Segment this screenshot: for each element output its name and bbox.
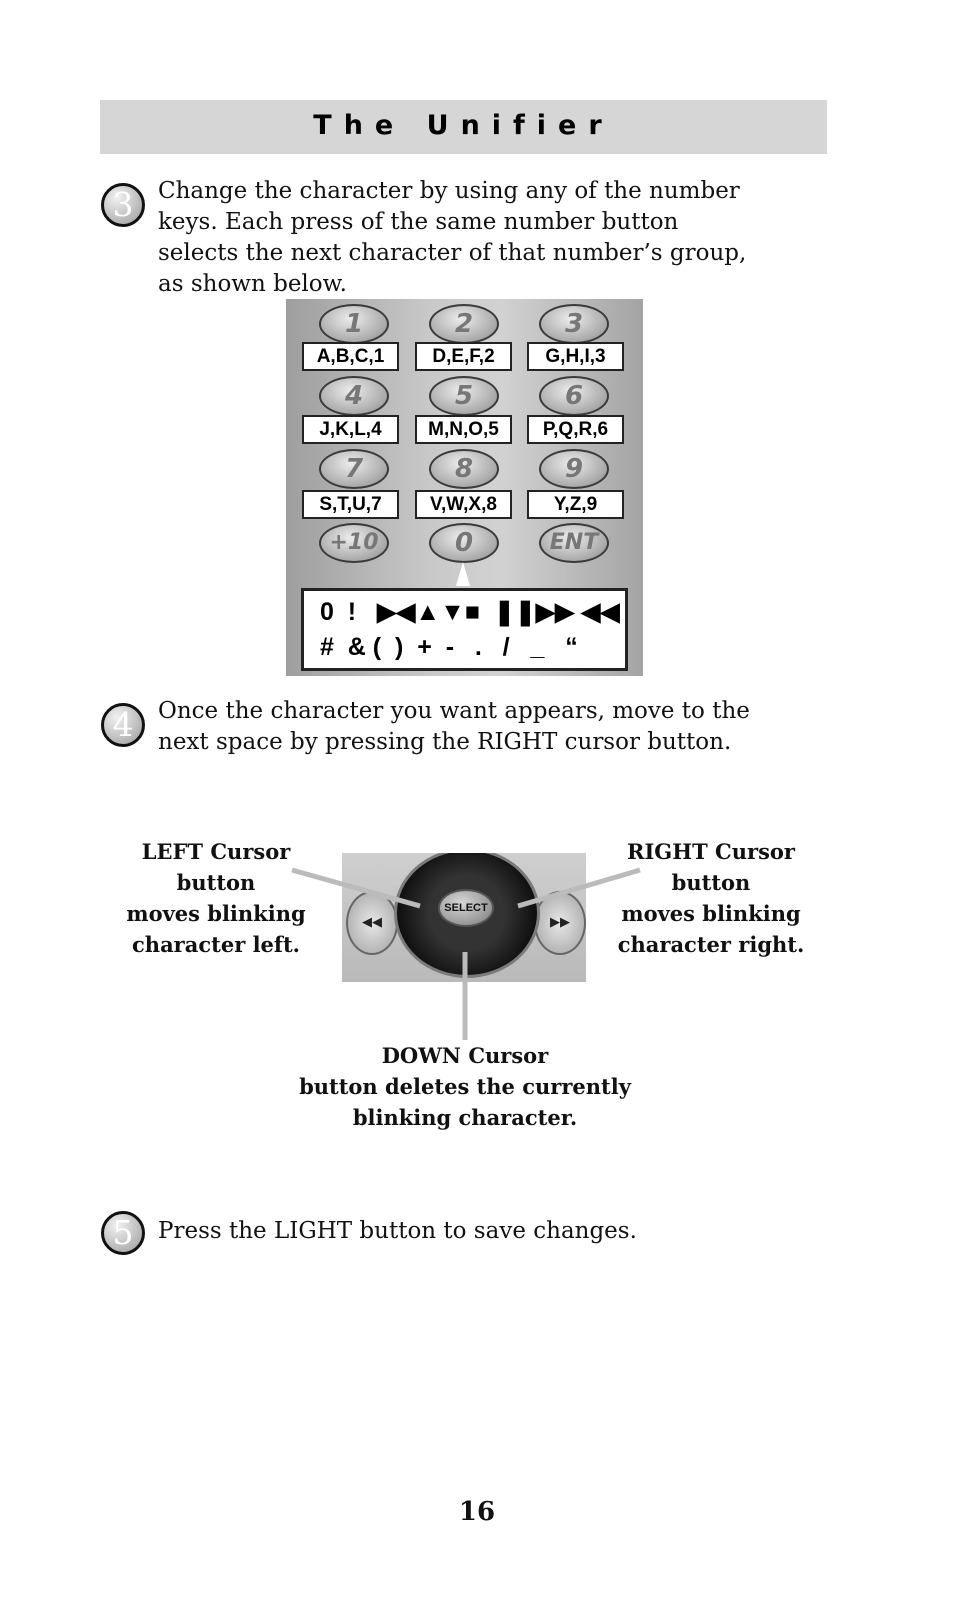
- key-ent: ENT: [539, 523, 609, 563]
- key-7: 7: [319, 449, 389, 489]
- header-bar: The Unifier: [100, 100, 827, 154]
- key-9: 9: [539, 449, 609, 489]
- step-3-number-badge: 3: [101, 183, 145, 227]
- key-8: 8: [429, 449, 499, 489]
- page-number: 16: [458, 1497, 496, 1527]
- letters-key-4: J,K,L,4: [302, 415, 399, 444]
- letters-key-5: M,N,O,5: [415, 415, 512, 444]
- letters-key-9: Y,Z,9: [527, 490, 624, 519]
- zero-key-characters-box: 0 ! ▶◀▲▼■ ❚❚▶▶ ◀◀ # & ( ) + - . / _ “: [301, 588, 628, 671]
- key-plus-10: +10: [319, 523, 389, 563]
- letters-key-7: S,T,U,7: [302, 490, 399, 519]
- letters-key-1: A,B,C,1: [302, 342, 399, 371]
- right-cursor-callout: RIGHT Cursor button moves blinking chara…: [617, 839, 805, 957]
- zero-chars-row-2: # & ( ) + - . / _ “: [320, 633, 578, 661]
- key-2: 2: [429, 304, 499, 344]
- step-4-number-badge: 4: [101, 703, 145, 747]
- zero-chars-row-1: 0 ! ▶◀▲▼■ ❚❚▶▶ ◀◀: [320, 598, 620, 626]
- key-1: 1: [319, 304, 389, 344]
- letters-key-2: D,E,F,2: [415, 342, 512, 371]
- down-cursor-callout: DOWN Cursor button deletes the currently…: [299, 1043, 631, 1130]
- select-button: SELECT: [438, 889, 494, 927]
- arrow-up-icon: [456, 562, 470, 586]
- right-callout-line: [517, 867, 641, 909]
- letters-key-8: V,W,X,8: [415, 490, 512, 519]
- letters-key-6: P,Q,R,6: [527, 415, 624, 444]
- step-4-text: Once the character you want appears, mov…: [158, 698, 750, 755]
- key-6: 6: [539, 376, 609, 416]
- left-cursor-callout: LEFT Cursor button moves blinking charac…: [126, 839, 306, 957]
- step-5-number-badge: 5: [101, 1211, 145, 1255]
- step-5-text: Press the LIGHT button to save changes.: [158, 1218, 637, 1244]
- letters-key-3: G,H,I,3: [527, 342, 624, 371]
- left-callout-line: [291, 867, 421, 909]
- page-title: The Unifier: [313, 110, 614, 141]
- step-3-text: Change the character by using any of the…: [158, 178, 747, 297]
